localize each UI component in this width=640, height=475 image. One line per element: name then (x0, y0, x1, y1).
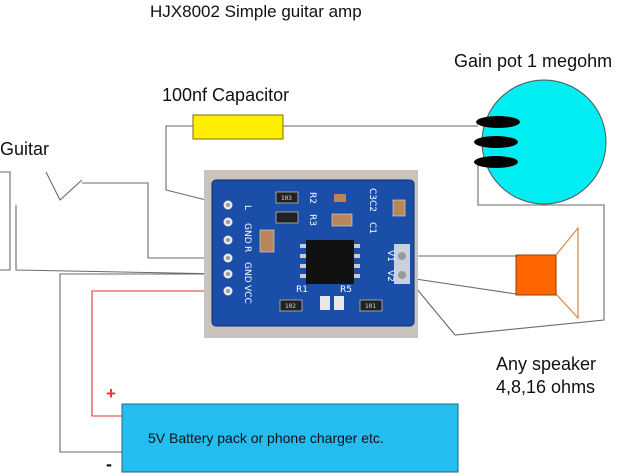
wire-gnd-to-battery-minus (59, 273, 226, 453)
pin-label-gnd-2: GND (242, 262, 252, 283)
wire-guitar-to-gnd-pin (15, 205, 227, 275)
hjx8002-chip (300, 240, 360, 284)
gain-pot-label: Gain pot 1 megohm (454, 51, 613, 71)
guitar-jack-icon (0, 171, 83, 271)
resistor-103-label: 103 (281, 195, 292, 202)
r3-label: R3 (307, 214, 317, 226)
gain-pot-icon (474, 79, 607, 205)
right-pin-header (394, 244, 410, 284)
speaker-label-line2: 4,8,16 ohms (496, 377, 596, 397)
resistor-101-label: 101 (365, 303, 376, 310)
negative-terminal-label: - (106, 454, 112, 474)
speaker-label-line1: Any speaker (496, 354, 597, 374)
left-pin-header (223, 200, 233, 296)
wire-capacitor-to-l-pin (165, 125, 227, 206)
battery-label: 5V Battery pack or phone charger etc. (148, 430, 384, 446)
resistor-102-label: 102 (285, 303, 296, 310)
guitar-label: Guitar (0, 139, 50, 159)
r1-label: R1 (296, 285, 308, 295)
pin-label-l: L (242, 205, 252, 210)
speaker-icon (515, 226, 579, 320)
capacitor-label: 100nf Capacitor (162, 85, 290, 105)
c1-label: C1 (367, 222, 377, 234)
r5-label: R5 (340, 285, 352, 295)
pin-label-vcc: VCC (242, 285, 252, 304)
capacitor-body (192, 114, 284, 140)
amp-module-board: L GND R GND VCC 103 R2 R3 C3C2 C1 (204, 170, 418, 338)
v2-label: V2 (385, 270, 395, 282)
wire-v2-to-speaker (401, 276, 517, 295)
r2-label: R2 (307, 192, 317, 204)
pin-label-r: R (242, 246, 252, 252)
diagram-title: HJX8002 Simple guitar amp (150, 2, 362, 21)
wire-vcc-to-battery-plus (91, 290, 226, 417)
c3c2-label: C3C2 (367, 188, 377, 212)
positive-terminal-label: + (106, 384, 116, 403)
v1-label: V1 (385, 250, 395, 262)
battery-pack-box (121, 403, 459, 473)
pin-label-gnd: GND (242, 223, 252, 244)
wire-guitar-to-r-pin (82, 182, 226, 259)
